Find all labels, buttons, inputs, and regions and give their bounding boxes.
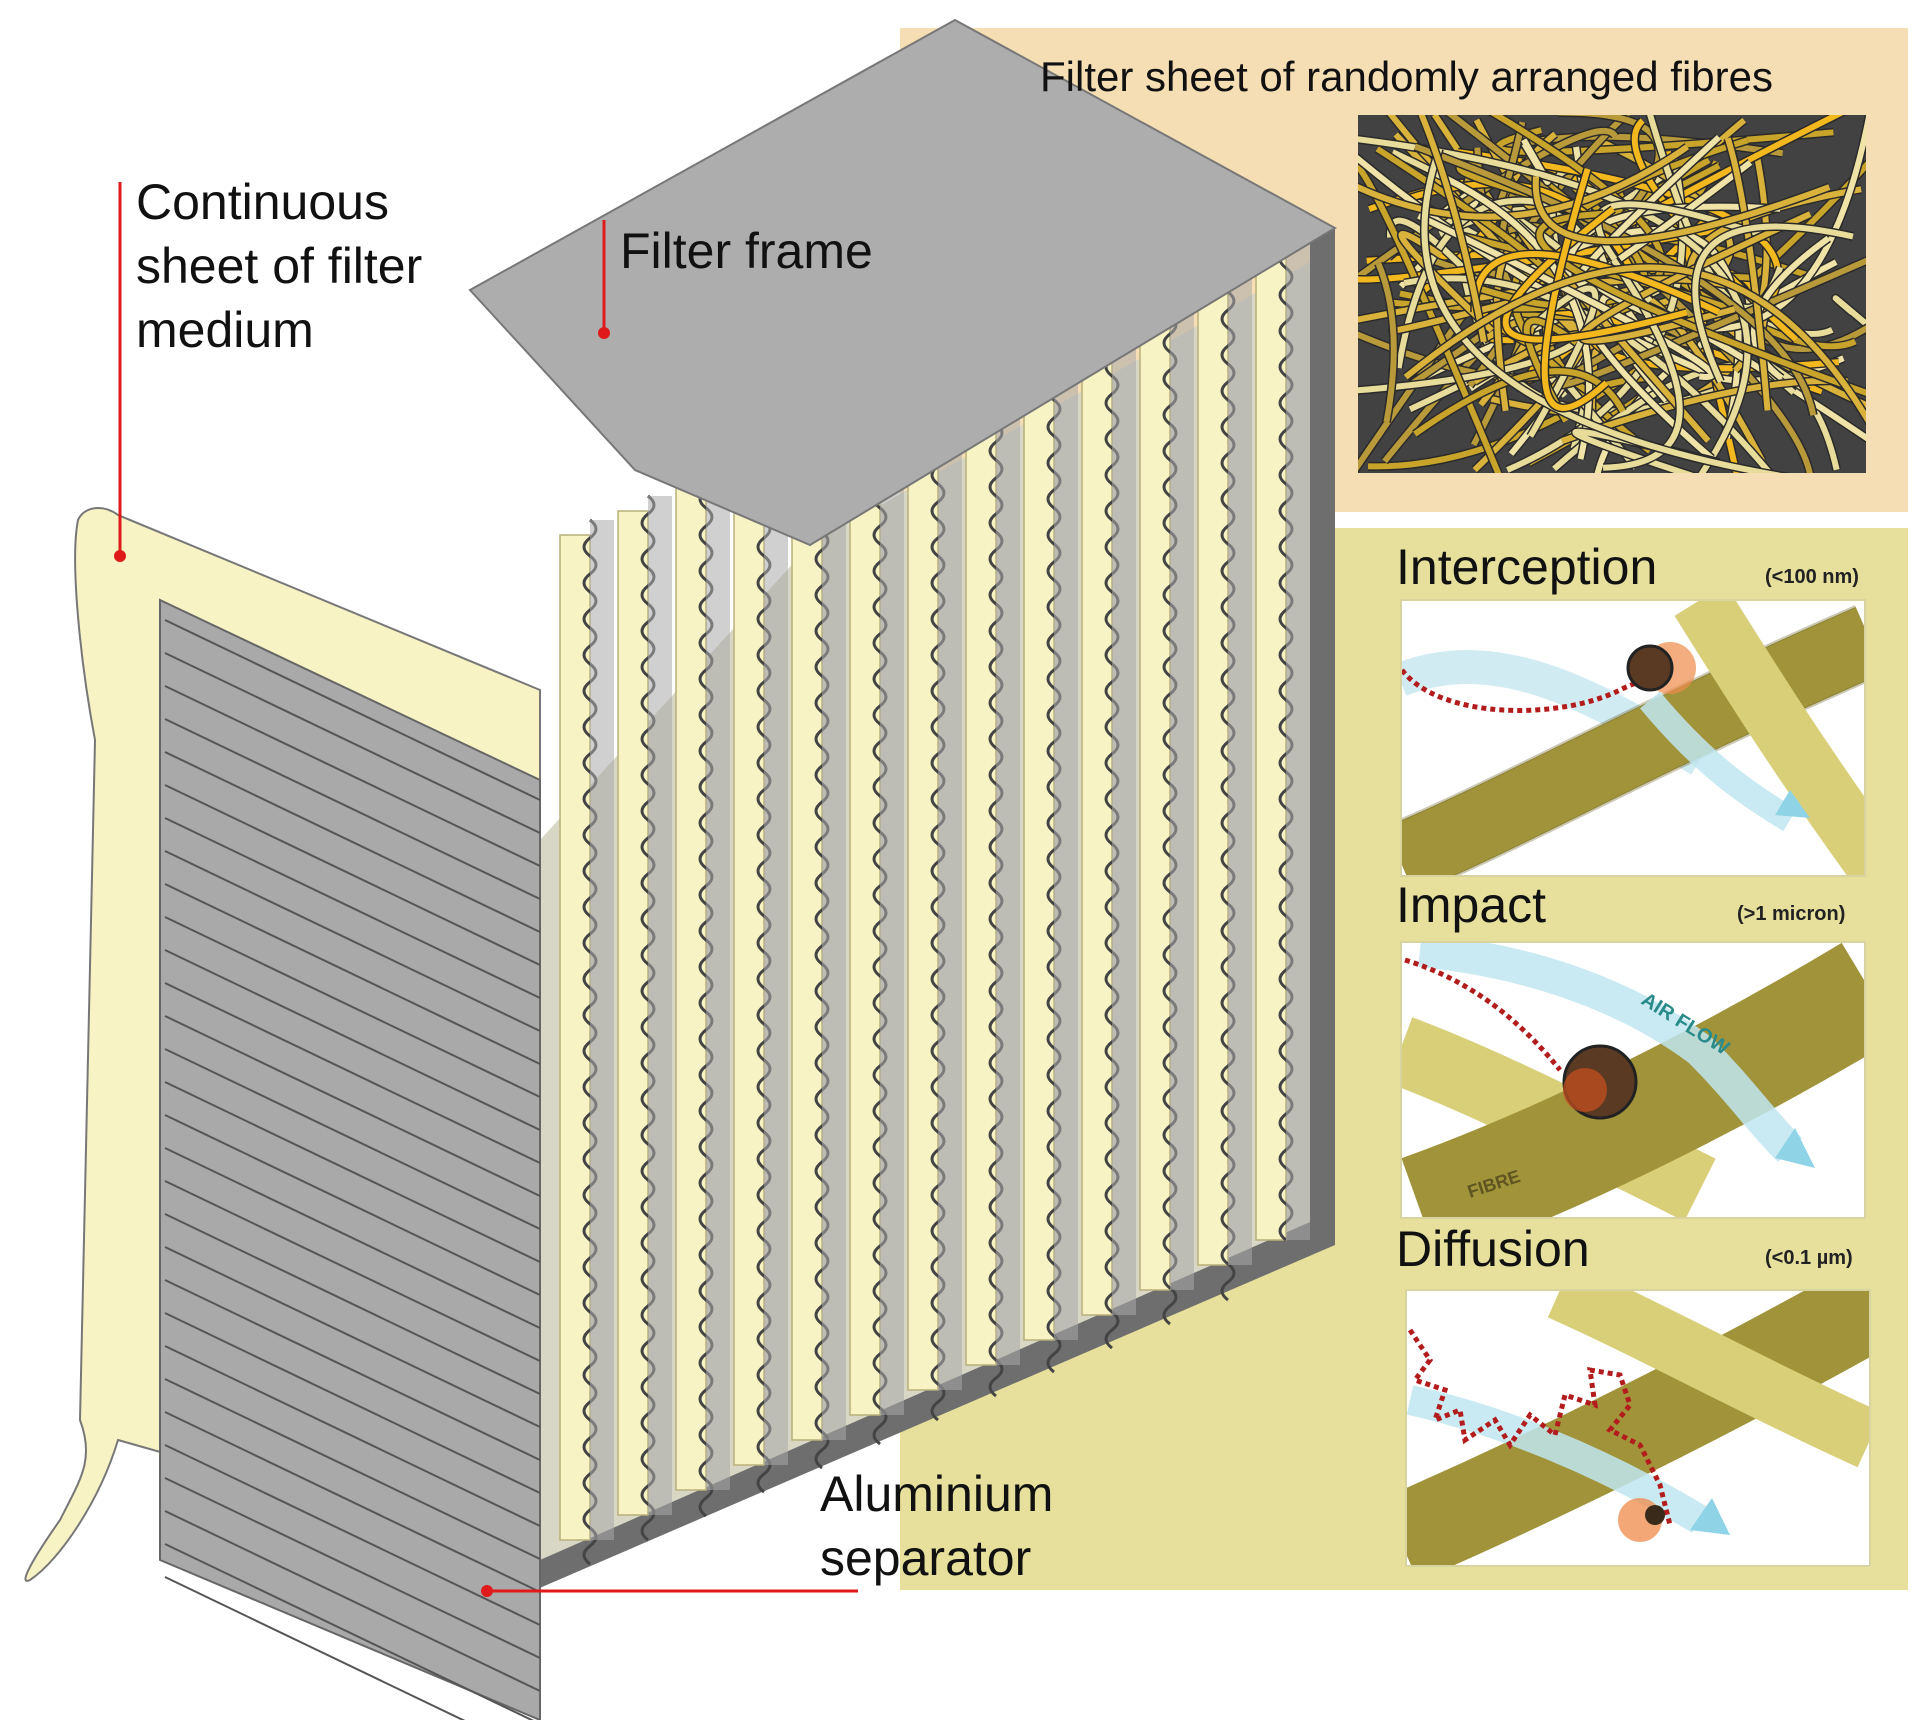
leader-dot-filter-frame: [598, 327, 610, 339]
impact-size: (>1 micron): [1737, 903, 1846, 925]
fibre-sheet-title: Filter sheet of randomly arranged fibres: [1040, 53, 1774, 100]
impact-title: Impact: [1396, 877, 1547, 933]
interception-size: (<100 nm): [1765, 566, 1859, 588]
front-aluminium-separator: [159, 598, 541, 1720]
diffusion-title: Diffusion: [1396, 1221, 1590, 1277]
filter-frame-top: [468, 18, 1338, 547]
interception-title: Interception: [1396, 539, 1658, 595]
filter-medium-label-line3: medium: [136, 302, 314, 358]
filter-frame-label: Filter frame: [620, 223, 873, 279]
interception-inset: [1401, 600, 1865, 876]
leader-dot-separator: [481, 1585, 493, 1597]
impact-inset: [1401, 942, 1865, 1218]
separator-label-line2: separator: [820, 1530, 1032, 1586]
random-fibres: [1358, 115, 1866, 473]
filter-pleats: [559, 246, 1287, 1541]
filter-medium-label-line2: sheet of filter: [136, 238, 423, 294]
leader-dot-filter-medium: [114, 550, 126, 562]
aluminium-separators: [582, 230, 1310, 1566]
diffusion-size: (<0.1 µm): [1765, 1247, 1853, 1269]
separator-label-line1: Aluminium: [820, 1466, 1054, 1522]
diffusion-inset: [1406, 1290, 1870, 1566]
filter-medium-label-line1: Continuous: [136, 174, 389, 230]
